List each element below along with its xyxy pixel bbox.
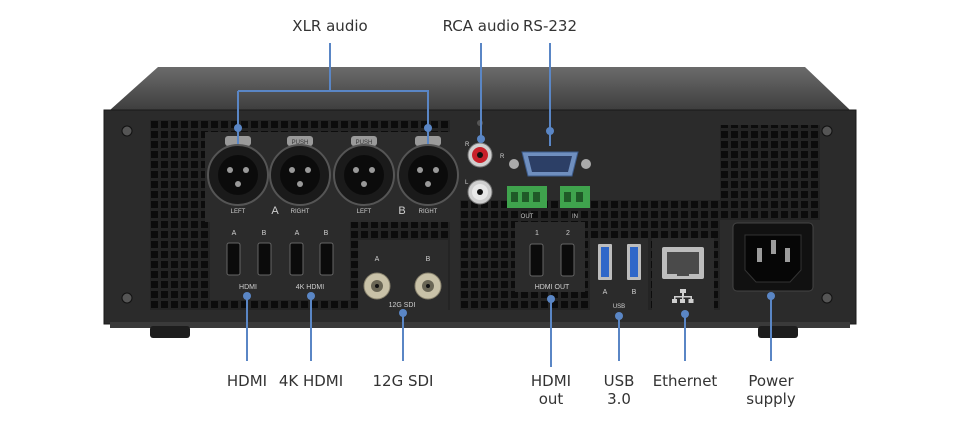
xlr-right-label: RIGHT (419, 209, 438, 215)
hdmi-out-1-label: 1 (535, 230, 539, 237)
screw (821, 125, 833, 137)
rca-jack-right[interactable] (467, 142, 493, 168)
callout-power-line1: Power (748, 372, 794, 390)
usb-port-a[interactable] (598, 244, 612, 280)
terminal-block-in[interactable] (560, 186, 590, 208)
usb-port-group-label: USB (613, 304, 625, 310)
network-icon (672, 289, 694, 303)
callout-ethernet: Ethernet (652, 372, 718, 390)
callout-hdmi: HDMI (226, 372, 268, 390)
hdmi-4k-a-label: A (295, 230, 300, 237)
sdi-port-group-label: 12G SDI (389, 302, 416, 309)
callout-usb-line1: USB (603, 372, 635, 390)
foot-left (150, 326, 190, 338)
hdmi-b-label: B (262, 230, 267, 237)
xlr-group-b-label: B (398, 205, 405, 217)
sdi-bnc-a[interactable] (363, 272, 391, 300)
power-iec-inlet[interactable] (732, 222, 814, 292)
hdmi-out-port-1[interactable] (529, 243, 544, 277)
sdi-b-label: B (426, 256, 431, 263)
chassis-bottom-lip (110, 322, 850, 328)
callout-hdmi-out-line2: out (538, 390, 564, 408)
hdmi-port-a[interactable] (226, 242, 241, 276)
xlr-connector-a-left[interactable] (207, 136, 269, 206)
callout-usb: USB 3.0 (594, 372, 644, 408)
hdmi-out-2-label: 2 (566, 230, 570, 237)
hdmi-out-port-2[interactable] (560, 243, 575, 277)
rca-jack-left[interactable] (467, 179, 493, 205)
callout-rs232: RS-232 (523, 17, 577, 35)
callout-12g-sdi: 12G SDI (372, 372, 434, 390)
xlr-left-label: LEFT (231, 209, 246, 215)
xlr-connector-a-right[interactable] (269, 136, 331, 206)
foot-right (758, 326, 798, 338)
hdmi-4k-port-group-label: 4K HDMI (296, 284, 324, 291)
terminal-out-label: OUT (521, 214, 534, 220)
callout-rca-audio: RCA audio (442, 17, 520, 35)
callout-lines (237, 43, 772, 367)
hdmi-a-label: A (232, 230, 237, 237)
sdi-a-label: A (375, 256, 380, 263)
callout-power-supply: Power supply (736, 372, 806, 408)
rs232-db9-port[interactable] (509, 151, 591, 177)
callout-dots (234, 124, 775, 320)
xlr-push-tab-label: PUSH (356, 140, 373, 146)
rs232-r-label: R (500, 154, 505, 160)
xlr-push-tab-label: PUSH (292, 140, 309, 146)
callout-4k-hdmi: 4K HDMI (278, 372, 344, 390)
xlr-connector-b-left[interactable] (333, 136, 395, 206)
terminal-block-out[interactable] (507, 186, 547, 208)
xlr-right-label: RIGHT (291, 209, 310, 215)
rca-r-label: R (465, 142, 470, 148)
callout-power-line2: supply (746, 390, 796, 408)
hdmi-4k-b-label: B (324, 230, 329, 237)
ethernet-rj45-port[interactable] (662, 247, 704, 279)
callout-xlr-audio: XLR audio (292, 17, 368, 35)
rca-l-label: L (465, 180, 469, 186)
vent-grille-right (720, 125, 820, 220)
xlr-left-label: LEFT (357, 209, 372, 215)
terminal-in-label: IN (572, 214, 578, 220)
screw (821, 292, 833, 304)
callout-hdmi-out-line1: HDMI (530, 372, 572, 390)
hdmi-4k-port-a[interactable] (289, 242, 304, 276)
callout-usb-line2: 3.0 (607, 390, 631, 408)
callout-hdmi-out: HDMI out (521, 372, 581, 408)
screw (121, 292, 133, 304)
hdmi-4k-port-b[interactable] (319, 242, 334, 276)
xlr-group-a-label: A (271, 205, 279, 217)
hdmi-port-b[interactable] (257, 242, 272, 276)
usb-port-b[interactable] (627, 244, 641, 280)
screw (121, 125, 133, 137)
hdmi-out-port-group-label: HDMI OUT (535, 284, 570, 291)
xlr-connector-b-right[interactable] (397, 136, 459, 206)
sdi-bnc-b[interactable] (414, 272, 442, 300)
usb-a-label: A (603, 289, 608, 296)
hdmi-port-group-label: HDMI (239, 284, 257, 291)
usb-b-label: B (632, 289, 637, 296)
